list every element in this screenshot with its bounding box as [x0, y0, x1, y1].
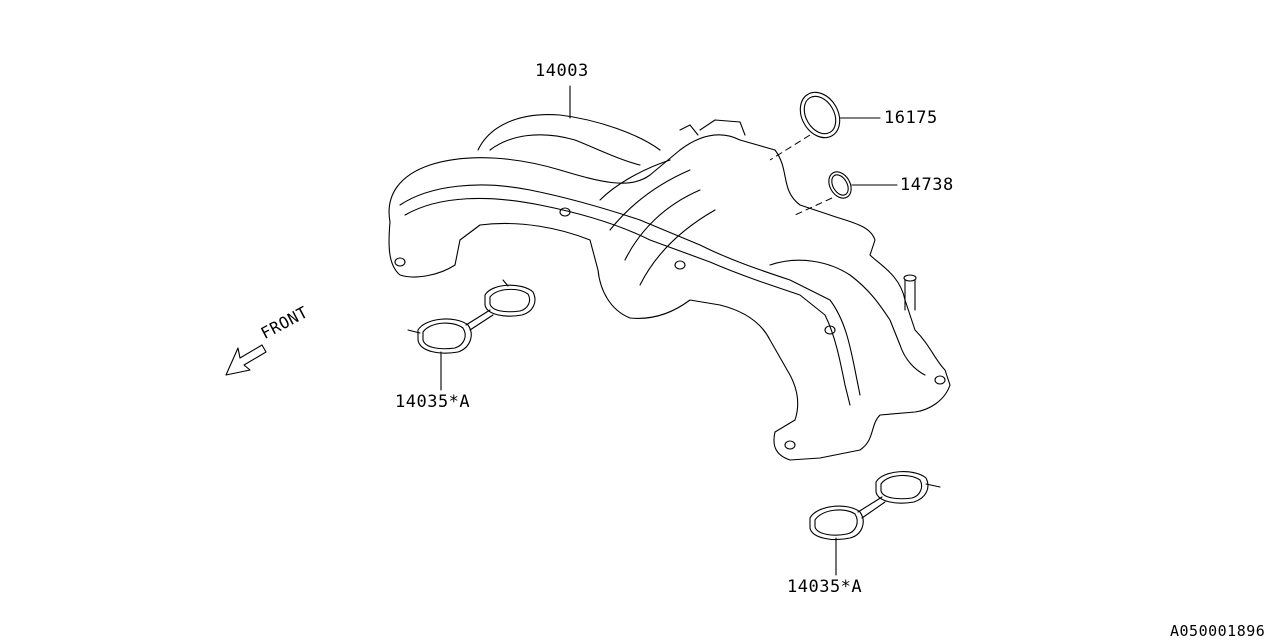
gasket-14035-right-drawing	[809, 471, 941, 576]
part-label-14738: 14738	[900, 175, 954, 195]
gasket-14035-left-drawing	[407, 279, 536, 391]
part-label-14003: 14003	[535, 61, 589, 81]
gasket-16175-drawing	[799, 91, 841, 139]
part-label-14035-right: 14035*A	[787, 577, 863, 597]
intake-manifold-drawing	[388, 114, 951, 461]
gasket-14738-drawing	[828, 171, 852, 199]
diagram-id: A050001896	[1170, 622, 1266, 640]
part-label-16175: 16175	[884, 108, 938, 128]
part-label-14035-left: 14035*A	[395, 392, 471, 412]
front-arrow-icon	[225, 344, 267, 376]
